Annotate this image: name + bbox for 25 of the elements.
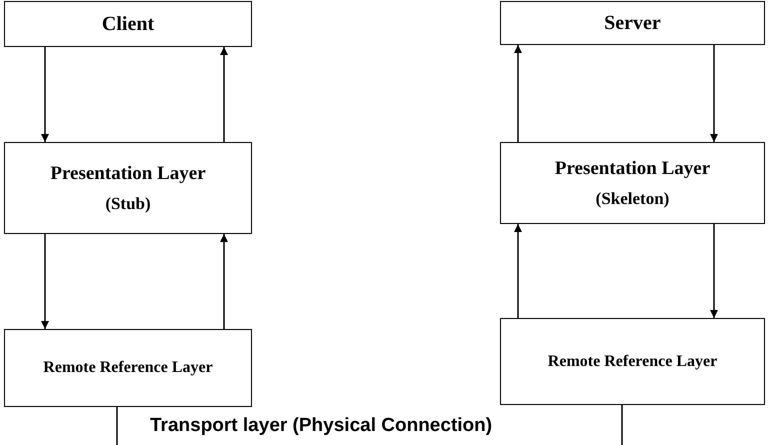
layer-box <box>500 318 765 405</box>
layer-title: Presentation Layer <box>50 162 206 186</box>
arrow <box>514 224 522 318</box>
layer-title: Presentation Layer <box>554 156 710 180</box>
layer-box <box>500 142 765 224</box>
layer-subtitle: (Stub) <box>105 193 151 214</box>
layer-box <box>4 1 252 47</box>
layer-title: Remote Reference Layer <box>548 352 718 372</box>
arrow <box>514 45 522 142</box>
layer-title: Client <box>102 12 154 36</box>
arrow <box>220 234 228 329</box>
layer-box <box>4 142 252 234</box>
arrow <box>41 234 49 329</box>
connection-line <box>621 405 623 445</box>
layer-box <box>500 1 765 45</box>
arrow <box>710 45 718 142</box>
arrow <box>220 47 228 142</box>
layer-title: Server <box>604 10 661 36</box>
transport-label: Transport layer (Physical Connection) <box>150 414 492 438</box>
arrow <box>41 47 49 142</box>
layer-box <box>4 329 252 407</box>
layer-title: Remote Reference Layer <box>43 358 213 378</box>
layer-subtitle: (Skeleton) <box>596 188 670 210</box>
arrow <box>710 224 718 318</box>
connection-line <box>116 407 118 445</box>
